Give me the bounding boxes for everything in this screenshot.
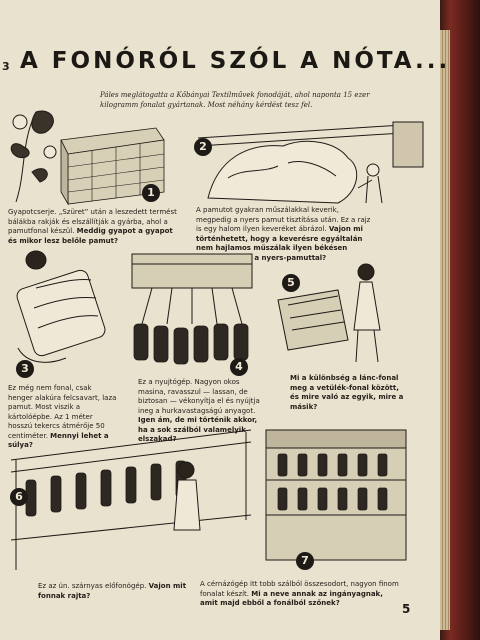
panel-caption-5-question: Mi a különbség a lánc-fonal meg a vetülé… — [290, 374, 404, 411]
panel-caption-6: Ez az ún. szárnyas előfonógép. Vajon mit… — [38, 582, 198, 601]
panel-caption-6-question: Vajon mit fonnak rajta? — [38, 582, 187, 600]
cotton-bales-illustration — [10, 110, 165, 206]
warping-machine-illustration — [277, 263, 381, 363]
panel-caption-3: Ez még nem fonal, csak henger alakúra fe… — [8, 384, 118, 451]
panel-number-1: 1 — [142, 184, 160, 202]
panel-number-6: 6 — [10, 488, 28, 506]
panel-caption-3-question: Mennyi lehet a súlya? — [8, 431, 109, 450]
panel-caption-7-question: Mi a neve annak az ingányagnak, amit maj… — [200, 589, 383, 608]
panel-caption-2: A pamutot gyakran műszálakkal keverik, m… — [196, 206, 376, 263]
panel-caption-1-text: Gyapotcserje. „Szüret” után a leszedett … — [8, 208, 177, 235]
panel-number-2: 2 — [194, 138, 212, 156]
panel-caption-1: Gyapotcserje. „Szüret” után a leszedett … — [8, 208, 178, 246]
left-page-number: 3 — [2, 60, 10, 73]
panel-caption-4-text: Ez a nyujtógép. Nagyon okos masina, rava… — [138, 378, 260, 415]
panel-caption-5: Mi a különbség a lánc-fonal meg a vetülé… — [290, 374, 410, 412]
cotton-roll-illustration — [16, 250, 106, 363]
panel-number-7: 7 — [296, 552, 314, 570]
panel-caption-1-question: Meddig gyapot a gyapot és mikor lesz bel… — [8, 227, 173, 245]
page-title: A FONÓRÓL SZÓL A NÓTA... — [20, 48, 451, 74]
panel-number-4: 4 — [230, 358, 248, 376]
panel-caption-7: A cérnázógép itt tobb szálból összesodor… — [200, 580, 400, 609]
flyer-frame-illustration — [10, 429, 252, 570]
cotton-mixing-illustration — [197, 121, 424, 204]
panel-caption-2-text: A pamutot gyakran műszálakkal keverik, m… — [196, 206, 371, 233]
panel-caption-4-question: Igen ám, de mi történik akkor, ha a sok … — [138, 416, 258, 443]
intro-text: Páles meglátogatta a Kőbányai Textilműve… — [100, 91, 370, 109]
drawing-frame-illustration — [131, 253, 253, 365]
panel-number-3: 3 — [16, 360, 34, 378]
panel-caption-6-text: Ez az ún. szárnyas előfonógép. — [38, 582, 147, 590]
panel-caption-3-text: Ez még nem fonal, csak henger alakúra fe… — [8, 384, 117, 440]
panel-number-5: 5 — [282, 274, 300, 292]
magazine-page: 3 A FONÓRÓL SZÓL A NÓTA... Páles megláto… — [0, 0, 451, 640]
panel-caption-4: Ez a nyujtógép. Nagyon okos masina, rava… — [138, 378, 268, 445]
panel-caption-7-text: A cérnázógép itt tobb szálból összesodor… — [200, 580, 399, 598]
page-number: 5 — [402, 602, 411, 616]
panel-caption-2-question: Vajon mi történhetett, hogy a keverésre … — [196, 225, 363, 262]
twisting-frame-illustration — [265, 429, 407, 561]
